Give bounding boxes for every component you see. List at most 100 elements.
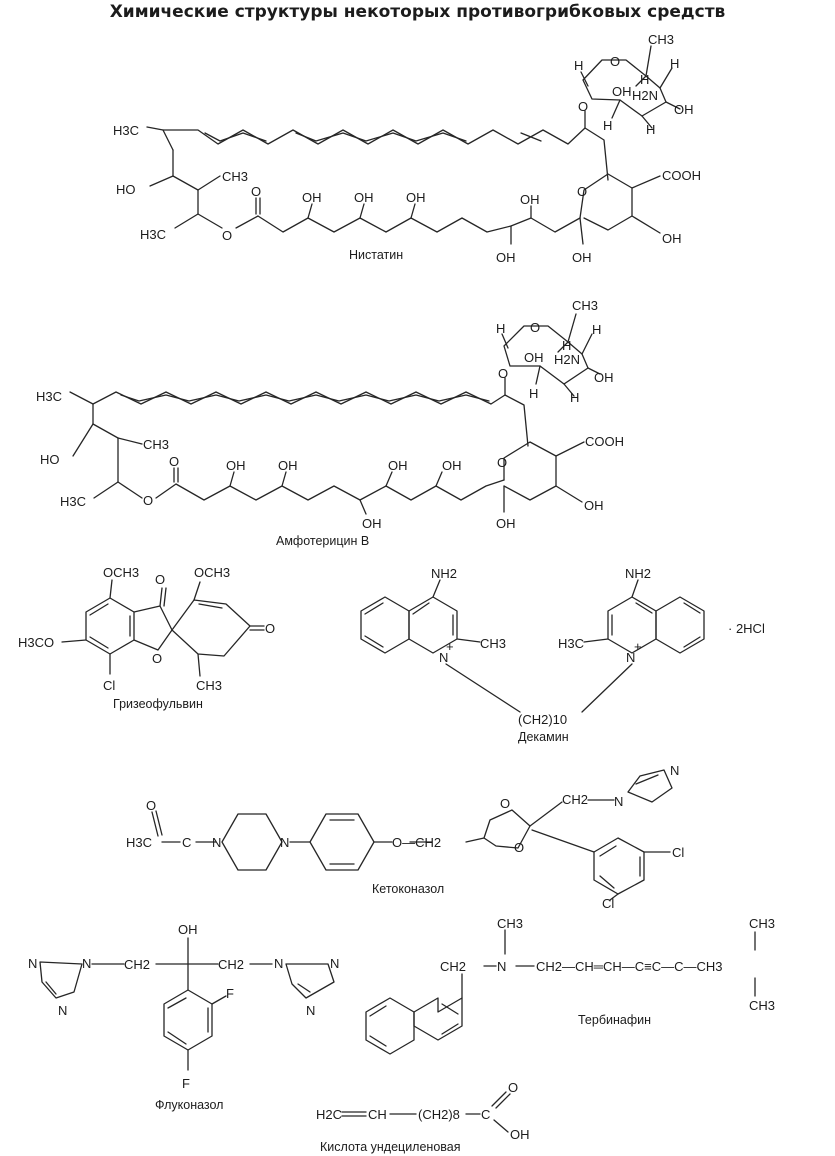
cl-label: Cl bbox=[602, 896, 614, 911]
decamethylene-chain-label: (CH2)10 bbox=[518, 712, 567, 727]
cooh-label: COOH bbox=[662, 168, 701, 183]
h2n-label: H2N bbox=[554, 352, 580, 367]
cl-label: Cl bbox=[103, 678, 115, 693]
terbinafine-labels: CH3 CH2 N CH2—CH═CH—C≡C—C—CH3 CH3 CH3 Те… bbox=[440, 916, 775, 1027]
h3c-label: H3C bbox=[60, 494, 86, 509]
oh-label: OH bbox=[524, 350, 544, 365]
cooh-label: COOH bbox=[585, 434, 624, 449]
ring-o-label: O bbox=[577, 184, 587, 199]
carbonyl-o-label: O bbox=[146, 798, 156, 813]
ketone-o-label: O bbox=[155, 572, 165, 587]
h-label: H bbox=[670, 56, 679, 71]
triazole-n-label: N bbox=[58, 1003, 67, 1018]
ch3-label: CH3 bbox=[648, 32, 674, 47]
triazole-n-label: N bbox=[28, 956, 37, 971]
oh-label: OH bbox=[612, 84, 632, 99]
quinolinium-n-label: N bbox=[439, 650, 448, 665]
ch2-label: CH2 bbox=[440, 959, 466, 974]
carbonyl-o-label: O bbox=[508, 1080, 518, 1095]
h-label: H bbox=[496, 321, 505, 336]
oh-label: OH bbox=[178, 922, 198, 937]
oh-label: OH bbox=[442, 458, 462, 473]
sugar-o-label: O bbox=[530, 320, 540, 335]
oh-label: OH bbox=[594, 370, 614, 385]
cl-label: Cl bbox=[672, 845, 684, 860]
carbonyl-o-label: O bbox=[169, 454, 179, 469]
furan-o-label: O bbox=[152, 651, 162, 666]
griseofulvin-labels: OCH3 O OCH3 H3CO O O Cl CH3 Гризеофульви… bbox=[18, 565, 275, 711]
glycoside-o-label: O bbox=[498, 366, 508, 381]
griseofulvin-name: Гризеофульвин bbox=[113, 697, 203, 711]
decamine-labels: NH2 CH3 N + NH2 H3C N + · 2HCl (CH2)10 Д… bbox=[431, 566, 765, 744]
h3c-label: H3C bbox=[140, 227, 166, 242]
h-label: H bbox=[574, 58, 583, 73]
oh-label: OH bbox=[662, 231, 682, 246]
h3co-label: H3CO bbox=[18, 635, 54, 650]
undecylenic-structure bbox=[341, 1091, 511, 1133]
undecylenic-name: Кислота ундециленовая bbox=[320, 1140, 461, 1154]
ketoconazole-structure bbox=[151, 769, 673, 901]
ketoconazole-labels: O H3C C N N O—CH2 O O CH2 N N Cl Cl Кето… bbox=[126, 763, 684, 911]
amphotericin-labels: H3C HO CH3 H3C O O OH OH OH OH OH O OH C… bbox=[36, 298, 624, 548]
nystatin-name: Нистатин bbox=[349, 248, 403, 262]
piperazine-n-label: N bbox=[280, 835, 289, 850]
h3c-label: H3C bbox=[36, 389, 62, 404]
amphotericin-name: Амфотерицин В bbox=[276, 534, 369, 548]
carboxyl-c-label: C bbox=[481, 1107, 490, 1122]
ho-label: HO bbox=[116, 182, 136, 197]
nystatin-structure bbox=[146, 45, 681, 245]
triazole-n-label: N bbox=[82, 956, 91, 971]
h2n-label: H2N bbox=[632, 88, 658, 103]
ketone-o-label: O bbox=[265, 621, 275, 636]
h-label: H bbox=[603, 118, 612, 133]
ch3-label: CH3 bbox=[196, 678, 222, 693]
h3c-label: H3C bbox=[113, 123, 139, 138]
ch3-label: CH3 bbox=[572, 298, 598, 313]
oh-label: OH bbox=[388, 458, 408, 473]
ester-o-label: O bbox=[143, 493, 153, 508]
oh-label: OH bbox=[674, 102, 694, 117]
fluconazole-structure bbox=[39, 937, 335, 1071]
terbinafine-name: Тербинафин bbox=[578, 1013, 651, 1027]
carbonyl-c-label: C bbox=[182, 835, 191, 850]
h-label: H bbox=[646, 122, 655, 137]
sugar-o-label: O bbox=[610, 54, 620, 69]
salt-label: · 2HCl bbox=[728, 621, 765, 636]
glycoside-o-label: O bbox=[578, 99, 588, 114]
amine-n-label: N bbox=[497, 959, 506, 974]
oh-label: OH bbox=[278, 458, 298, 473]
ch3-label: CH3 bbox=[749, 916, 775, 931]
nystatin-labels: H3C HO CH3 H3C O O OH OH OH OH OH OH O C… bbox=[113, 32, 701, 265]
page-title: Химические структуры некоторых противогр… bbox=[109, 2, 726, 22]
ch3-label: CH3 bbox=[480, 636, 506, 651]
f-label: F bbox=[182, 1076, 190, 1091]
oh-label: OH bbox=[520, 192, 540, 207]
oh-label: OH bbox=[302, 190, 322, 205]
ho-label: HO bbox=[40, 452, 60, 467]
undecylenic-labels: H2C CH (CH2)8 C O OH Кислота ундециленов… bbox=[316, 1080, 530, 1154]
fluconazole-labels: OH N N N CH2 CH2 N N N F F Флуконазол bbox=[28, 922, 339, 1112]
ch3-label: CH3 bbox=[222, 169, 248, 184]
oh-label: OH bbox=[354, 190, 374, 205]
enyne-chain-label: CH2—CH═CH—C≡C—C—CH3 bbox=[536, 959, 723, 974]
charge-plus-label: + bbox=[446, 639, 454, 654]
triazole-n-label: N bbox=[306, 1003, 315, 1018]
griseofulvin-structure bbox=[61, 579, 265, 677]
carbonyl-o-label: O bbox=[251, 184, 261, 199]
oh-label: OH bbox=[226, 458, 246, 473]
ch3-label: CH3 bbox=[143, 437, 169, 452]
charge-plus-label: + bbox=[634, 639, 642, 654]
ch2-label: CH2 bbox=[124, 957, 150, 972]
quinolinium-n-label: N bbox=[626, 650, 635, 665]
ch3-label: CH3 bbox=[497, 916, 523, 931]
ch-label: CH bbox=[368, 1107, 387, 1122]
nh2-label: NH2 bbox=[431, 566, 457, 581]
h3c-label: H3C bbox=[126, 835, 152, 850]
oh-label: OH bbox=[496, 250, 516, 265]
oh-label: OH bbox=[496, 516, 516, 531]
dioxolane-o-label: O bbox=[500, 796, 510, 811]
oh-label: OH bbox=[510, 1127, 530, 1142]
amphotericin-structure bbox=[69, 313, 601, 515]
h-label: H bbox=[529, 386, 538, 401]
